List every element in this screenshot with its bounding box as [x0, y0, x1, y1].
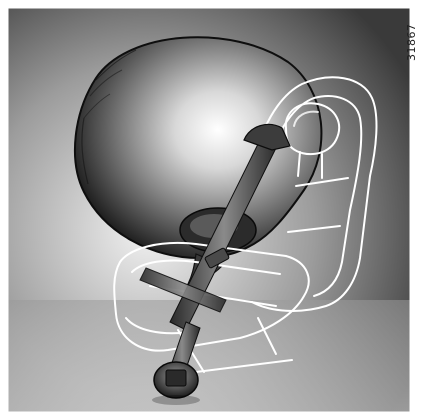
figure-reference-code: 31867	[405, 12, 419, 72]
floor-shade	[8, 300, 410, 412]
belt-retractor	[152, 362, 200, 405]
